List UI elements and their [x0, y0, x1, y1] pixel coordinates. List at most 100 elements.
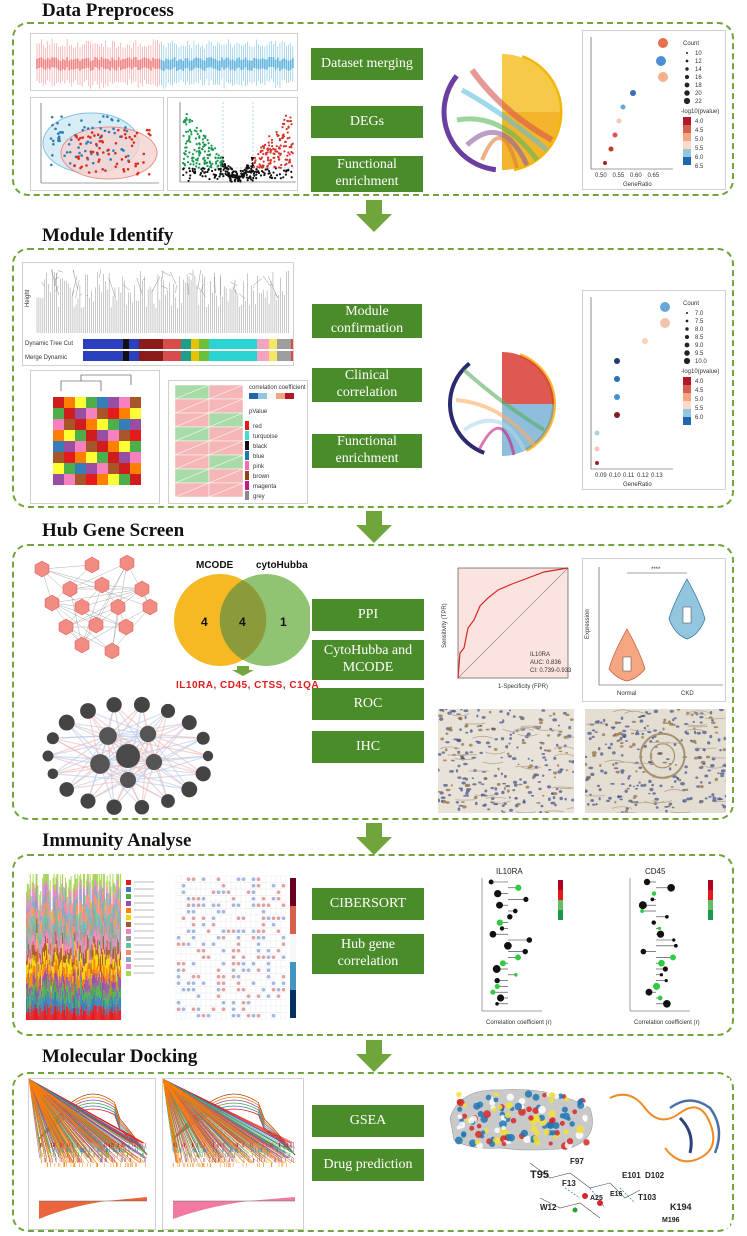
svg-text:Correlation coefficient (r): Correlation coefficient (r) — [634, 1020, 700, 1026]
svg-text:8.5: 8.5 — [695, 335, 704, 341]
svg-text:7.0: 7.0 — [695, 311, 704, 317]
svg-text:black: black — [253, 444, 268, 450]
step-module-confirmation: Module confirmation — [312, 304, 422, 338]
cibersort-stacked-bar — [22, 870, 160, 1028]
boxplot-figure — [30, 33, 298, 91]
svg-text:6.0: 6.0 — [695, 415, 704, 421]
section-title-immunity-analyse: Immunity Analyse — [42, 830, 192, 851]
svg-text:pink: pink — [253, 464, 265, 470]
roc-curve: 1-Specificity (FPR) Sensitivity (TPR) IL… — [438, 558, 574, 702]
svg-text:pValue: pValue — [249, 409, 268, 415]
svg-text:CD45: CD45 — [645, 867, 666, 876]
svg-text:IL10RA: IL10RA — [530, 652, 550, 658]
panel-data-preprocess — [12, 22, 734, 196]
svg-text:14: 14 — [695, 67, 702, 73]
svg-text:18: 18 — [695, 83, 702, 89]
svg-text:blue: blue — [253, 454, 265, 460]
ihc-image-ckd — [585, 709, 726, 813]
module-heatmap — [30, 370, 160, 504]
svg-text:9.0: 9.0 — [695, 343, 704, 349]
volcano-figure — [167, 97, 298, 191]
step-roc: ROC — [312, 688, 424, 720]
svg-text:4: 4 — [201, 615, 208, 629]
step-cibersort: CIBERSORT — [312, 888, 424, 920]
svg-text:CI: 0.739-0.933: CI: 0.739-0.933 — [530, 668, 572, 674]
arrow-3 — [356, 823, 392, 855]
svg-text:22: 22 — [695, 99, 702, 105]
svg-text:cytoHubba: cytoHubba — [256, 560, 308, 571]
svg-text:4.0: 4.0 — [695, 379, 704, 385]
svg-text:GeneRatio: GeneRatio — [623, 482, 652, 488]
svg-text:6.0: 6.0 — [695, 155, 704, 161]
violin-plot: Expression **** Normal CKD — [582, 558, 726, 702]
svg-text:grey: grey — [253, 494, 265, 500]
svg-text:4.5: 4.5 — [695, 388, 704, 394]
svg-text:12: 12 — [695, 59, 702, 65]
svg-text:AUC: 0.836: AUC: 0.836 — [530, 660, 562, 666]
svg-text:****: **** — [651, 567, 661, 573]
svg-text:Merge Dynamic: Merge Dynamic — [25, 355, 67, 361]
step-ppi: PPI — [312, 599, 424, 631]
svg-text:Dynamic Tree Cut: Dynamic Tree Cut — [25, 341, 73, 347]
immune-correlation-heatmap — [172, 870, 300, 1028]
svg-text:5.5: 5.5 — [695, 146, 704, 152]
svg-text:1-Specificity (FPR): 1-Specificity (FPR) — [498, 684, 548, 690]
svg-text:6.5: 6.5 — [695, 164, 704, 170]
step-clinical-correlation: Clinical correlation — [312, 368, 422, 402]
svg-text:GeneRatio: GeneRatio — [623, 182, 652, 188]
svg-text:8.0: 8.0 — [695, 327, 704, 333]
svg-text:4.0: 4.0 — [695, 119, 704, 125]
svg-text:-log10(pvalue): -log10(pvalue) — [681, 369, 719, 375]
svg-text:9.5: 9.5 — [695, 351, 704, 357]
svg-text:magenta: magenta — [253, 484, 277, 490]
step-hub-gene-correlation: Hub gene correlation — [312, 934, 424, 974]
gsea-plot-2 — [162, 1078, 304, 1230]
svg-text:brown: brown — [253, 474, 269, 480]
svg-text:7.5: 7.5 — [695, 319, 704, 325]
arrow-2 — [356, 511, 392, 543]
arrow-1 — [356, 200, 392, 232]
svg-text:-log10(pvalue): -log10(pvalue) — [681, 109, 719, 115]
venn-diagram: MCODE cytoHubba 4 4 1 — [168, 556, 310, 676]
svg-text:0.12: 0.12 — [637, 473, 649, 479]
svg-text:red: red — [253, 424, 262, 430]
svg-text:Normal: Normal — [617, 691, 636, 697]
svg-text:4.5: 4.5 — [695, 128, 704, 134]
svg-text:4: 4 — [239, 615, 246, 629]
chord-diagram-1 — [432, 30, 572, 190]
svg-text:0.13: 0.13 — [651, 473, 663, 479]
step-gsea: GSEA — [312, 1105, 424, 1137]
step-dataset-merging: Dataset merging — [311, 48, 423, 80]
hub-gene-network — [30, 694, 226, 818]
ihc-image-normal — [438, 709, 574, 813]
svg-text:10.0: 10.0 — [695, 359, 707, 365]
svg-text:10: 10 — [695, 51, 702, 57]
svg-text:5.5: 5.5 — [695, 406, 704, 412]
svg-text:Height: Height — [25, 289, 31, 307]
panel-immunity-analyse — [12, 854, 734, 1036]
panel-module-identify — [12, 248, 734, 508]
step-functional-enrichment-1: Functional enrichment — [311, 156, 423, 192]
section-title-hub-gene-screen: Hub Gene Screen — [42, 520, 185, 541]
arrow-4 — [356, 1040, 392, 1072]
svg-text:Sensitivity (TPR): Sensitivity (TPR) — [442, 603, 448, 648]
cluster-dendrogram: Height Dynamic Tree Cut Merge Dynamic — [22, 262, 294, 366]
svg-text:0.55: 0.55 — [613, 173, 625, 179]
svg-text:0.65: 0.65 — [648, 173, 660, 179]
tsne-figure — [30, 97, 164, 191]
svg-text:Count: Count — [683, 301, 699, 307]
panel-hub-gene-screen — [12, 544, 734, 820]
ppi-network — [22, 555, 172, 659]
step-cytohubba-mcode: CytoHubba and MCODE — [312, 640, 424, 680]
svg-text:0.50: 0.50 — [595, 173, 607, 179]
svg-text:0.10: 0.10 — [609, 473, 621, 479]
gsea-plot-1 — [28, 1078, 156, 1230]
svg-text:Count: Count — [683, 41, 699, 47]
svg-text:Correlation coefficient (r): Correlation coefficient (r) — [486, 1020, 552, 1026]
svg-text:CKD: CKD — [681, 691, 694, 697]
step-functional-enrichment-2: Functional enrichment — [312, 434, 422, 468]
